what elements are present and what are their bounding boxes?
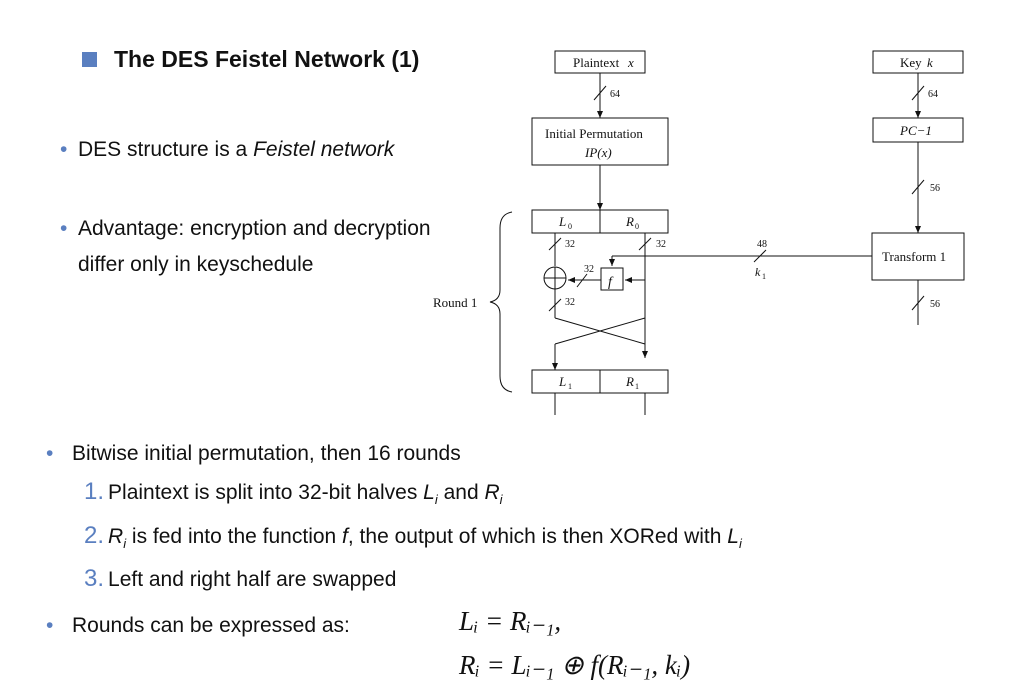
bits-32-d: 32 [565, 297, 575, 308]
k1-sub: 1 [762, 272, 766, 281]
bullet-dot-icon: • [46, 614, 54, 637]
bits-56-a: 56 [930, 183, 940, 194]
bits-32-b: 32 [656, 239, 666, 250]
var-f: f [342, 525, 348, 548]
step-number: 1. [84, 478, 105, 505]
round-label: Round 1 [433, 295, 477, 310]
var-sub: i [434, 492, 438, 508]
bits-56-b: 56 [930, 299, 940, 310]
round-brace [489, 211, 513, 393]
slide-title-row: The DES Feistel Network (1) [82, 46, 419, 73]
plaintext-var: x [627, 55, 634, 70]
step-text: Plaintext is split into 32-bit halves [108, 481, 424, 504]
var-sub: i [123, 536, 127, 552]
key-label: Key [900, 55, 922, 70]
step-number: 3. [84, 565, 105, 592]
equation-l: Lᵢ = Rᵢ₋₁, [459, 606, 562, 636]
bits-32-c: 32 [584, 264, 594, 275]
l0-label: L [558, 214, 566, 229]
bullet-dot-icon: • [60, 217, 68, 240]
step-3: 3.Left and right half are swapped [84, 565, 396, 593]
r0-sub: 0 [635, 222, 639, 231]
bits-64-right: 64 [928, 89, 938, 100]
l1-sub: 1 [568, 382, 572, 391]
var-l: L [423, 481, 435, 504]
transform-label: Transform 1 [882, 249, 946, 264]
step-number: 2. [84, 522, 105, 549]
ip-fn: IP(x) [584, 145, 612, 160]
bullet-advantage: • Advantage: encryption and decryption d… [60, 211, 431, 283]
bullet-line-2: differ only in keyschedule [78, 253, 314, 276]
bullet-dot-icon: • [46, 442, 54, 465]
bullet-feistel: • DES structure is a Feistel network [60, 132, 395, 168]
step-2: 2.Ri is fed into the function f, the out… [84, 522, 742, 551]
bullet-rounds: • Bitwise initial permutation, then 16 r… [46, 436, 461, 472]
k1-label: k [755, 265, 761, 279]
step-text: is fed into the function [126, 525, 343, 548]
bullet-text: DES structure is a [78, 138, 254, 161]
var-l: L [727, 525, 739, 548]
step-text: , the output of which is then XORed with [347, 525, 728, 548]
equation-r: Rᵢ = Lᵢ₋₁ ⊕ f(Rᵢ₋₁, kᵢ) [459, 650, 691, 680]
bullet-line-1: Advantage: encryption and decryption [78, 217, 431, 240]
var-sub: i [499, 492, 503, 508]
bullet-text: Rounds can be expressed as: [72, 614, 350, 637]
l1-label: L [558, 374, 566, 389]
step-text: and [437, 481, 485, 504]
var-r: R [108, 525, 124, 548]
bits-64-left: 64 [610, 89, 620, 100]
plaintext-label: Plaintext [573, 55, 620, 70]
bits-48: 48 [757, 239, 767, 250]
f-label: f [608, 275, 614, 290]
bullet-text: Bitwise initial permutation, then 16 rou… [72, 442, 461, 465]
l0-sub: 0 [568, 222, 572, 231]
var-r: R [484, 481, 500, 504]
bullet-expression: • Rounds can be expressed as: [46, 608, 350, 644]
bits-32-a: 32 [565, 239, 575, 250]
r0-label: R [625, 214, 634, 229]
bullet-dot-icon: • [60, 138, 68, 161]
title-square-icon [82, 52, 97, 67]
f-box [600, 267, 624, 291]
step-text: Left and right half are swapped [108, 568, 397, 591]
ip-label: Initial Permutation [545, 126, 643, 141]
slide-title: The DES Feistel Network (1) [114, 46, 420, 72]
r1-label: R [625, 374, 634, 389]
r1-sub: 1 [635, 382, 639, 391]
var-sub: i [738, 536, 742, 552]
step-1: 1.Plaintext is split into 32-bit halves … [84, 478, 503, 507]
feistel-diagram: Plaintext x 64 Initial Permutation IP(x)… [433, 50, 965, 415]
pc1-label: PC−1 [899, 123, 932, 138]
key-var: k [927, 55, 933, 70]
bullet-emphasis: Feistel network [253, 138, 395, 161]
